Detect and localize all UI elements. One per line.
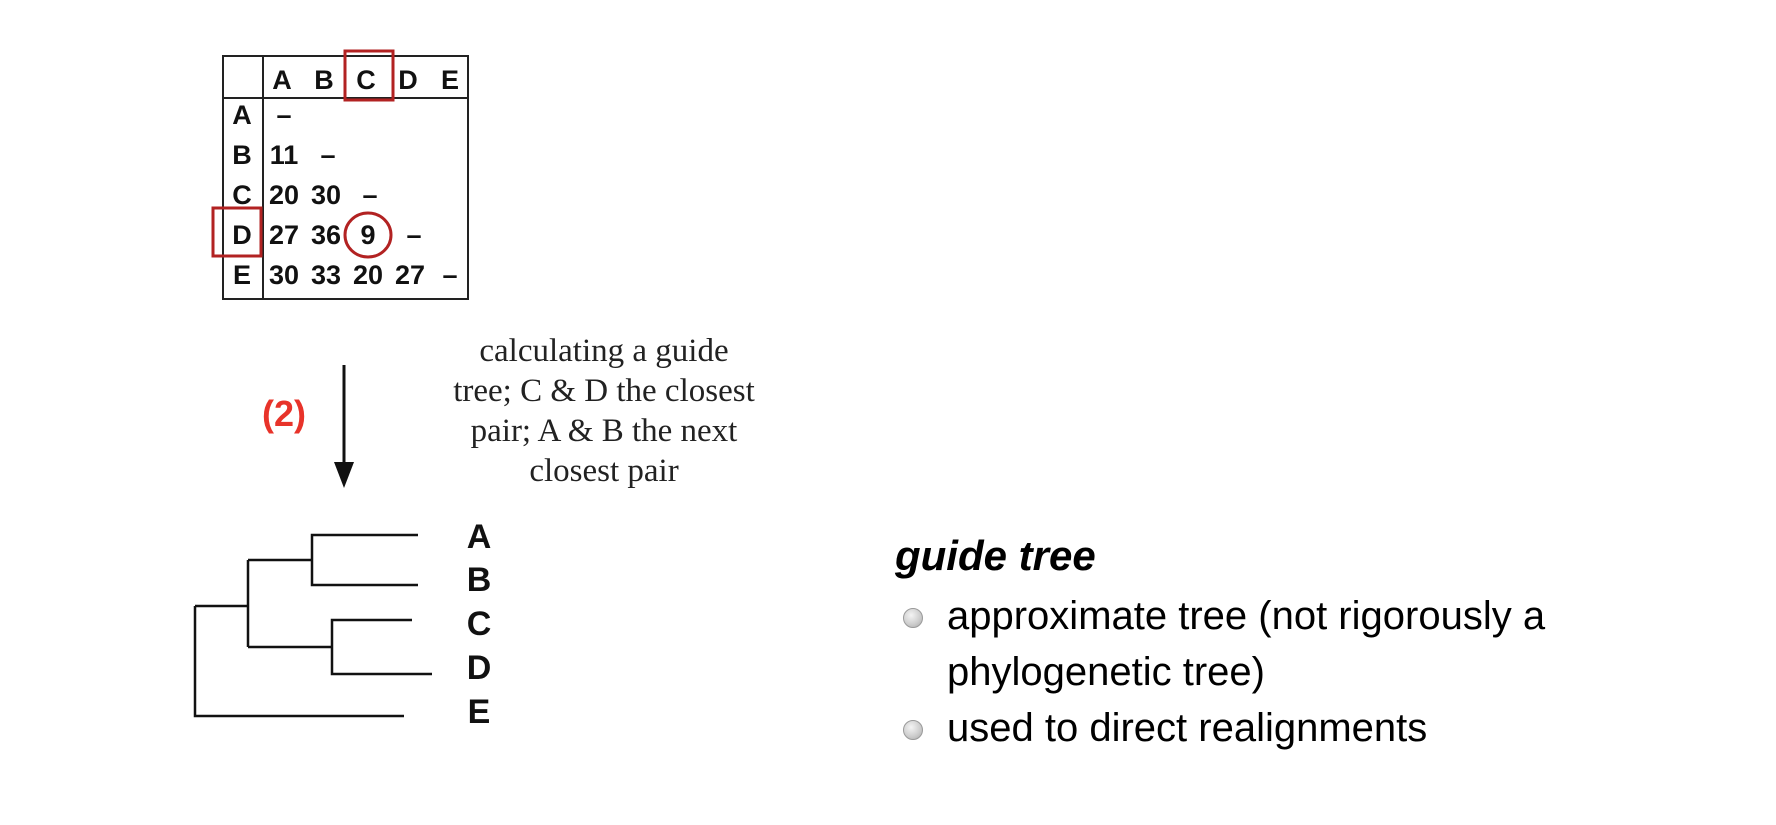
row-label-a: A	[232, 100, 252, 130]
tree-branch-root-e	[193, 606, 404, 718]
tree-leaf-c: C	[467, 605, 492, 643]
step-label: (2)	[262, 393, 306, 434]
bullet-text: used to direct realignments	[947, 706, 1428, 750]
caption-line: closest pair	[529, 453, 678, 489]
caption-line: pair; A & B the next	[471, 413, 738, 449]
list-item: used to direct realignments	[895, 700, 1715, 756]
tree-leaf-b: B	[467, 561, 492, 599]
cell-e-b: 33	[311, 260, 341, 290]
col-header-d: D	[398, 65, 418, 95]
highlight-column-c	[343, 49, 395, 102]
cell-d-a: 27	[269, 220, 299, 250]
row-label-e: E	[233, 260, 251, 290]
col-header-a: A	[272, 65, 292, 95]
notes-heading: guide tree	[895, 532, 1096, 579]
row-label-b: B	[232, 140, 252, 170]
cell-e-a: 30	[269, 260, 299, 290]
cell-a-a: –	[276, 100, 291, 130]
cell-c-a: 20	[269, 180, 299, 210]
bullet-icon	[903, 720, 923, 740]
tree-leaf-e: E	[468, 693, 491, 731]
guide-tree-notes: guide tree approximate tree (not rigorou…	[895, 530, 1715, 756]
col-header-b: B	[314, 65, 334, 95]
row-label-c: C	[232, 180, 252, 210]
tree-leaf-a: A	[467, 518, 492, 556]
matrix-highlights	[211, 49, 395, 259]
caption-line: calculating a guide	[479, 333, 728, 369]
col-header-e: E	[441, 65, 459, 95]
col-header-c: C	[356, 65, 376, 95]
tree-leaf-labels: A B C D E	[467, 518, 492, 731]
cell-e-c: 20	[353, 260, 383, 290]
tree-branch-cd	[330, 618, 432, 676]
caption-line: tree; C & D the closest	[453, 373, 755, 409]
guide-tree	[193, 533, 432, 718]
cell-c-b: 30	[311, 180, 341, 210]
row-label-d: D	[232, 220, 252, 250]
cell-e-d: 27	[395, 260, 425, 290]
matrix-row-labels: A B C D E	[232, 100, 252, 290]
matrix-column-headers: A B C D E	[272, 65, 459, 95]
step-caption: calculating a guide tree; C & D the clos…	[453, 333, 755, 489]
cell-c-c: –	[362, 180, 377, 210]
cell-b-a: 11	[270, 140, 299, 170]
cell-e-e: –	[442, 260, 457, 290]
cell-d-d: –	[406, 220, 421, 250]
bullet-icon	[903, 608, 923, 628]
cell-d-b: 36	[311, 220, 341, 250]
bullet-text: approximate tree (not rigorously a phylo…	[947, 594, 1546, 694]
tree-branch-ab	[310, 533, 418, 587]
highlight-row-d	[211, 206, 263, 258]
cell-d-c: 9	[360, 220, 375, 250]
down-arrow-icon	[334, 365, 354, 488]
list-item: approximate tree (not rigorously a phylo…	[895, 588, 1715, 700]
cell-b-b: –	[320, 140, 335, 170]
highlight-cell-d-c	[343, 211, 393, 259]
matrix-cells: – 11 – 20 30 – 27 36 9 – 30 33 20 27 –	[269, 100, 458, 290]
tree-leaf-d: D	[467, 649, 492, 687]
notes-list: approximate tree (not rigorously a phylo…	[895, 588, 1715, 756]
